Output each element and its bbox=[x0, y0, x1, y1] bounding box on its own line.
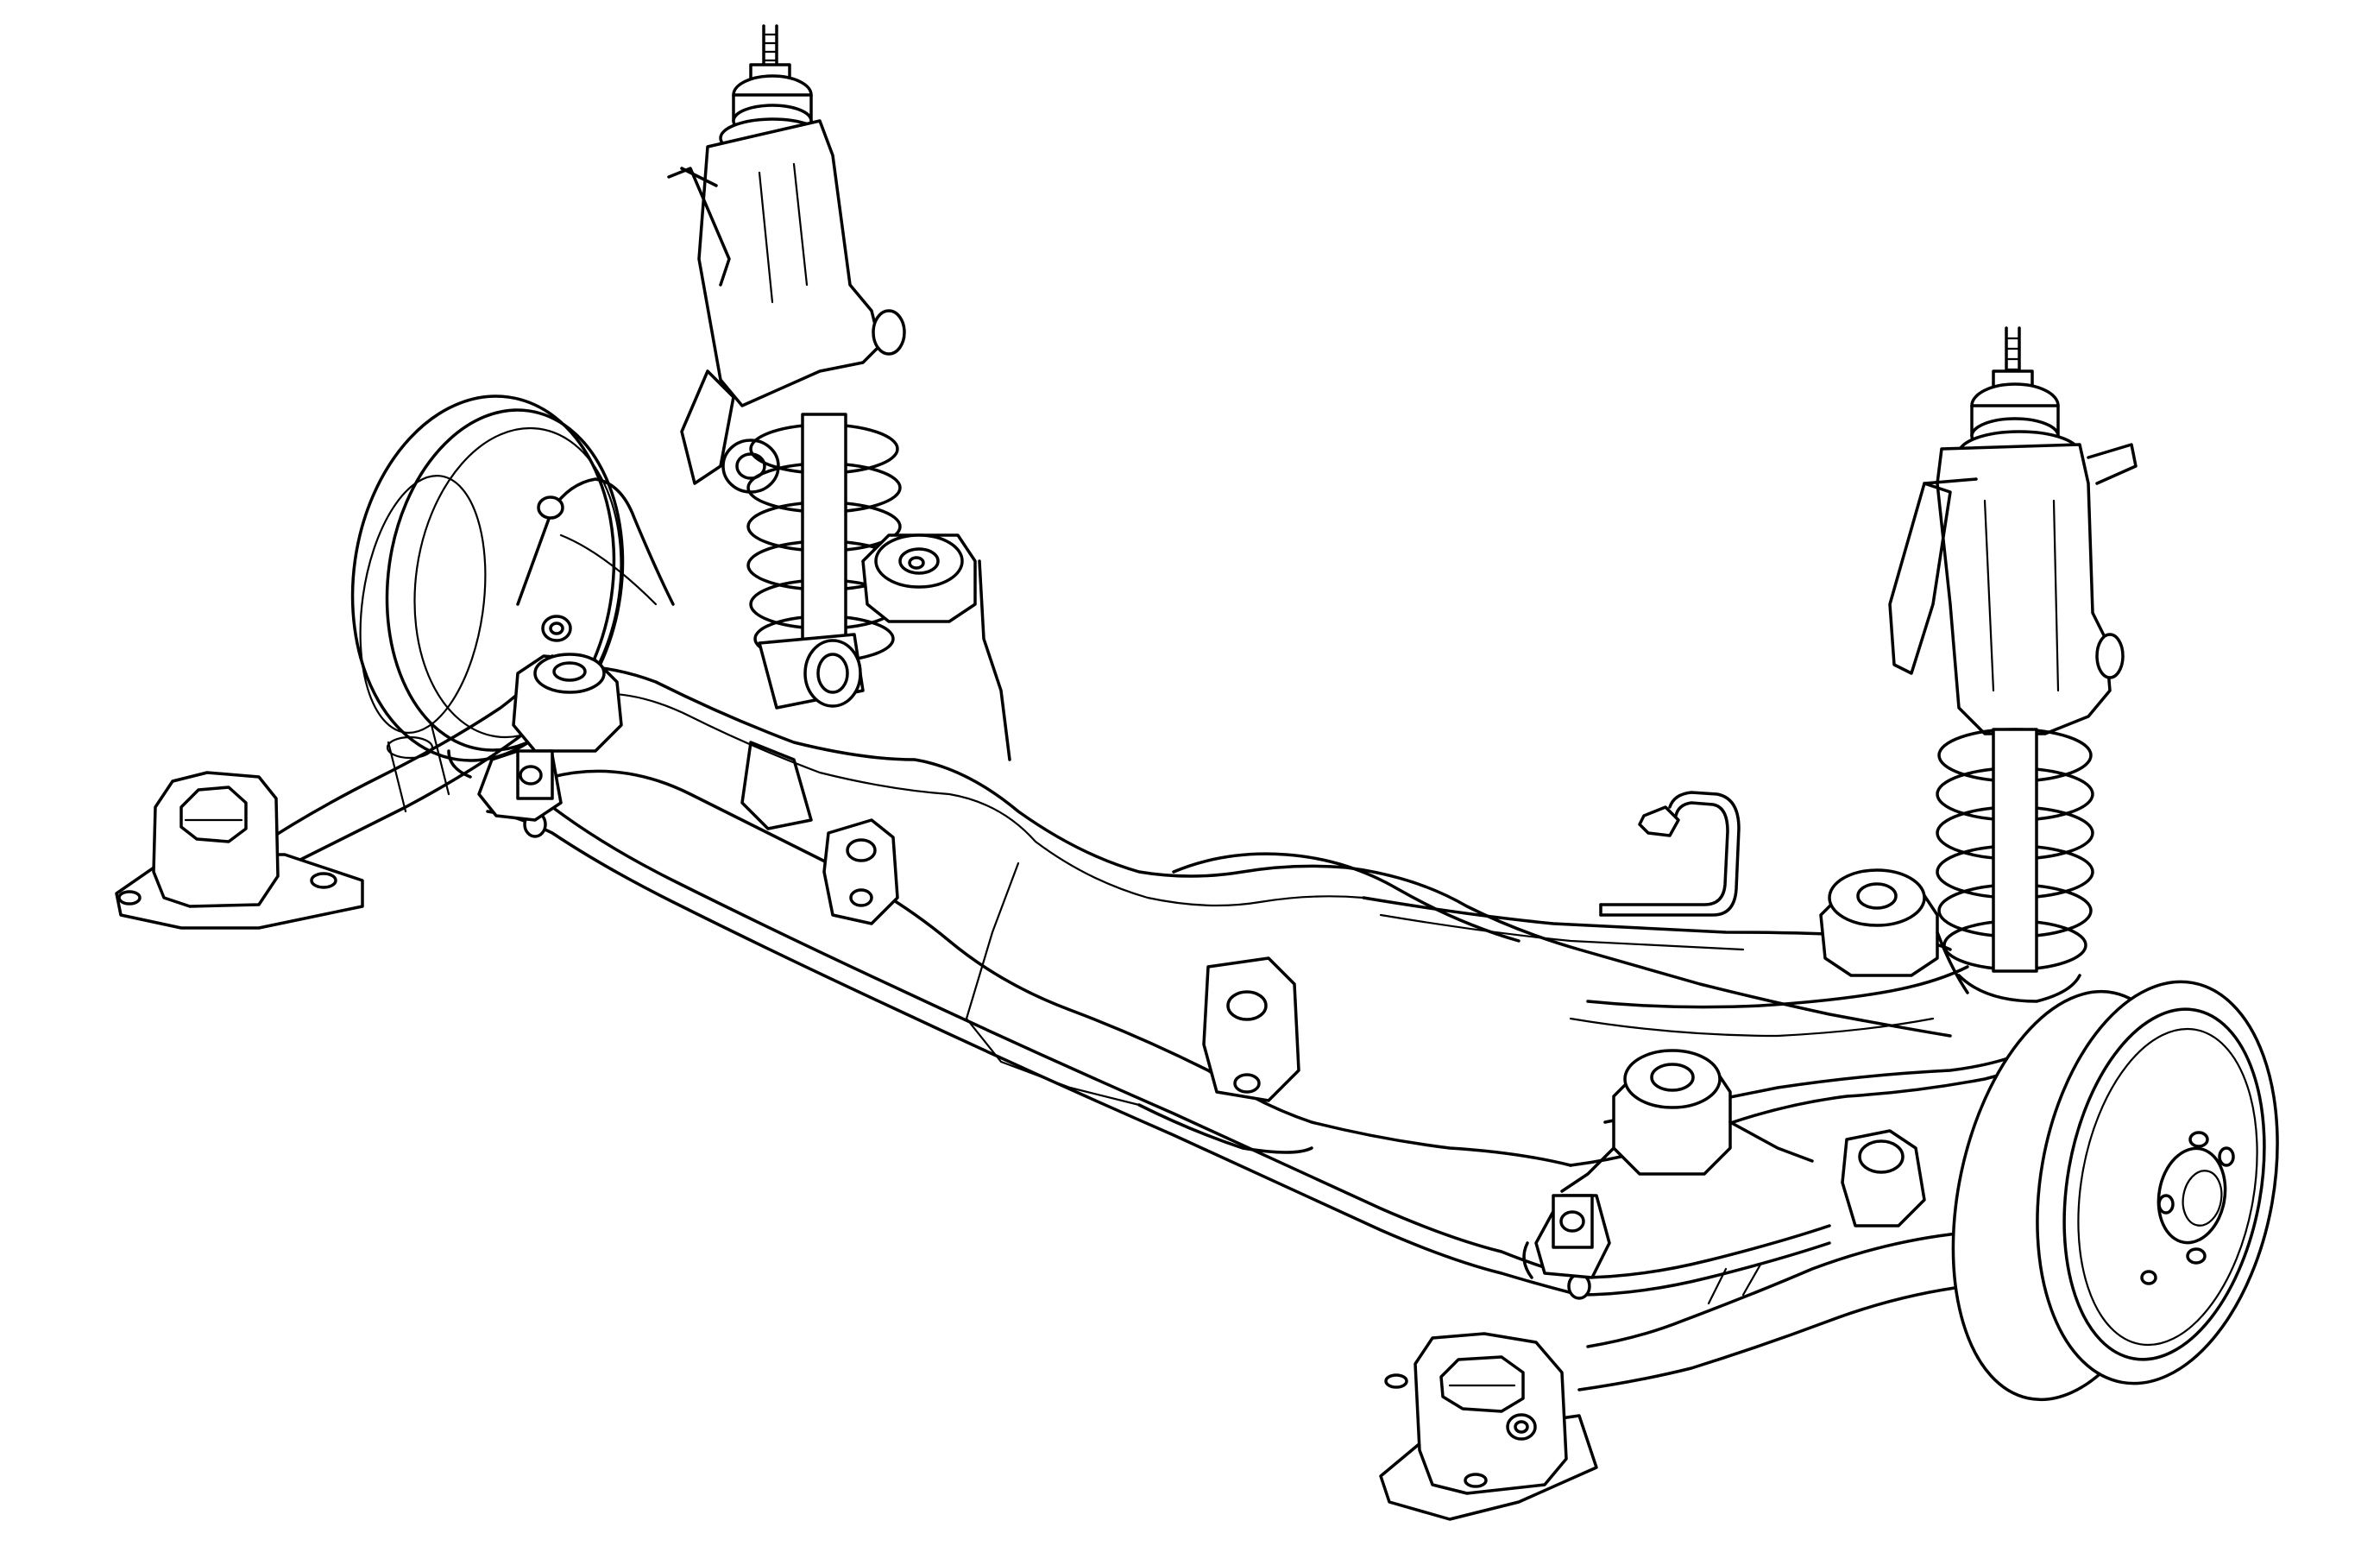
right-upper-bushing bbox=[1819, 868, 1969, 994]
brake-pipe bbox=[1599, 791, 1741, 917]
left-strut-assembly bbox=[667, 24, 906, 710]
right-strut-assembly bbox=[1888, 326, 2138, 1003]
left-upper-bushing bbox=[861, 533, 1011, 761]
stabilizer-bar bbox=[447, 749, 1831, 1300]
fasteners bbox=[537, 495, 925, 642]
cross-member bbox=[512, 477, 2073, 1167]
center-rear-bushing bbox=[1560, 1049, 1814, 1193]
left-body-mount bbox=[115, 771, 364, 930]
right-body-mount bbox=[1379, 1332, 1598, 1521]
right-brake-drum bbox=[1951, 980, 2279, 1402]
